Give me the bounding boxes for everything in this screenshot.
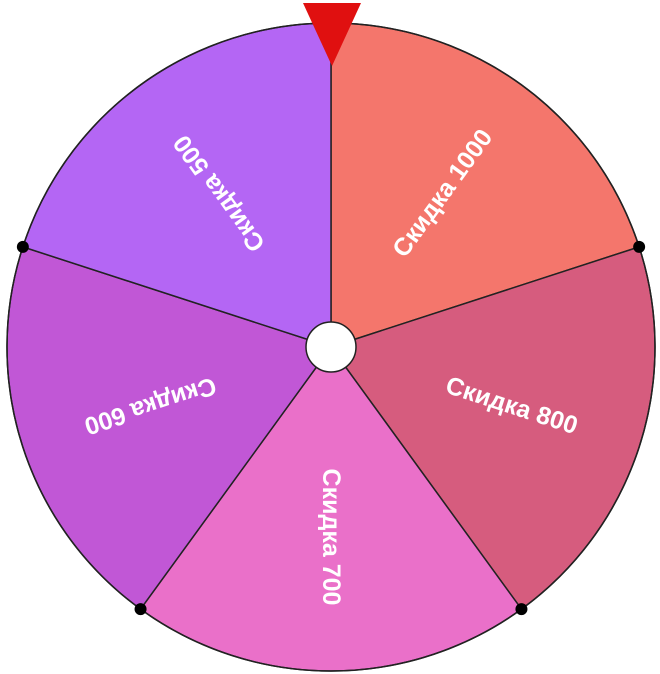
wheel-hub-button[interactable]: [305, 321, 357, 373]
wheel-segment-label-3: Скидка 700: [317, 469, 345, 606]
wheel-peg: [515, 603, 528, 616]
wheel-peg: [16, 240, 29, 253]
wheel-peg: [134, 603, 147, 616]
wheel-pegs: [16, 240, 646, 616]
wheel-peg: [633, 240, 646, 253]
wheel-segments[interactable]: [6, 22, 656, 672]
triangle-pointer-down-icon: [303, 3, 361, 66]
